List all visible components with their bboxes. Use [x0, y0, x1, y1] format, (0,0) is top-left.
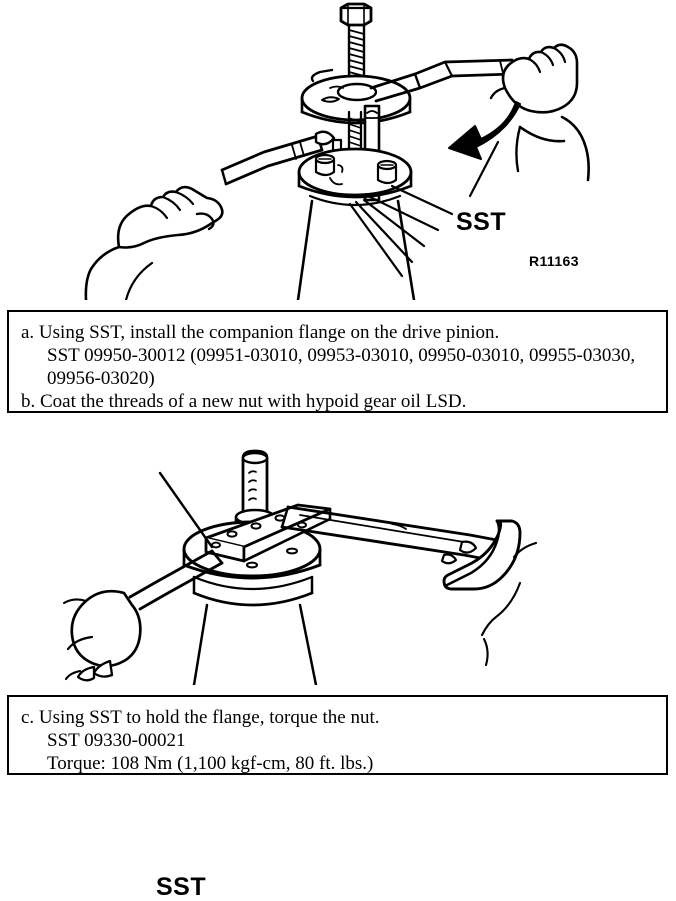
handle-grip-icon: [440, 519, 522, 591]
figure-reference-code: R11163: [529, 253, 579, 269]
instruction-line: 09956-03020): [47, 368, 155, 389]
sst-leader-lines-top: [348, 140, 500, 278]
figure-bottom-illustration: SST: [0, 425, 676, 900]
instruction-line: Torque: 108 Nm (1,100 kgf-cm, 80 ft. lbs…: [47, 753, 374, 774]
figure-top-illustration: SST R11163: [0, 0, 676, 300]
flange-holding-tool-plate: [204, 503, 332, 563]
flange-bolt-right: [376, 159, 398, 185]
companion-flange-icon: [297, 147, 413, 207]
sst-callout-label-bottom: SST: [156, 873, 207, 901]
differential-carrier-body: [296, 199, 416, 300]
puller-assembly-drawing: [84, 2, 590, 300]
flange-holding-tool-drawing: [62, 449, 538, 685]
instruction-line: SST 09950-30012 (09951-03010, 09953-0301…: [47, 345, 636, 366]
center-screw-thread-upper: [347, 23, 366, 80]
instruction-box-second: c. Using SST to hold the flange, torque …: [7, 695, 668, 775]
instruction-line: b. Coat the threads of a new nut with hy…: [21, 391, 467, 412]
differential-carrier-body: [192, 603, 318, 685]
right-hand-icon: [480, 541, 538, 667]
sst-callout-label-top: SST: [456, 208, 507, 236]
puller-cross-handle-left: [220, 130, 336, 186]
left-hand-icon: [84, 185, 224, 300]
puller-swing-arm-upper: [369, 58, 516, 103]
holding-tool-arm-left: [128, 549, 224, 611]
left-hand-icon: [62, 589, 142, 682]
right-hand-icon: [489, 43, 590, 182]
sst-leader-line-bottom: [158, 471, 214, 549]
instruction-box-first: a. Using SST, install the companion flan…: [7, 310, 668, 413]
hex-bolt-icon: [339, 2, 373, 27]
instruction-line: SST 09330-00021: [47, 730, 186, 751]
instruction-line: a. Using SST, install the companion flan…: [21, 322, 500, 343]
rotation-arrow-icon: [448, 101, 521, 160]
flange-bolt-left: [314, 153, 336, 177]
instruction-line: c. Using SST to hold the flange, torque …: [21, 707, 380, 728]
